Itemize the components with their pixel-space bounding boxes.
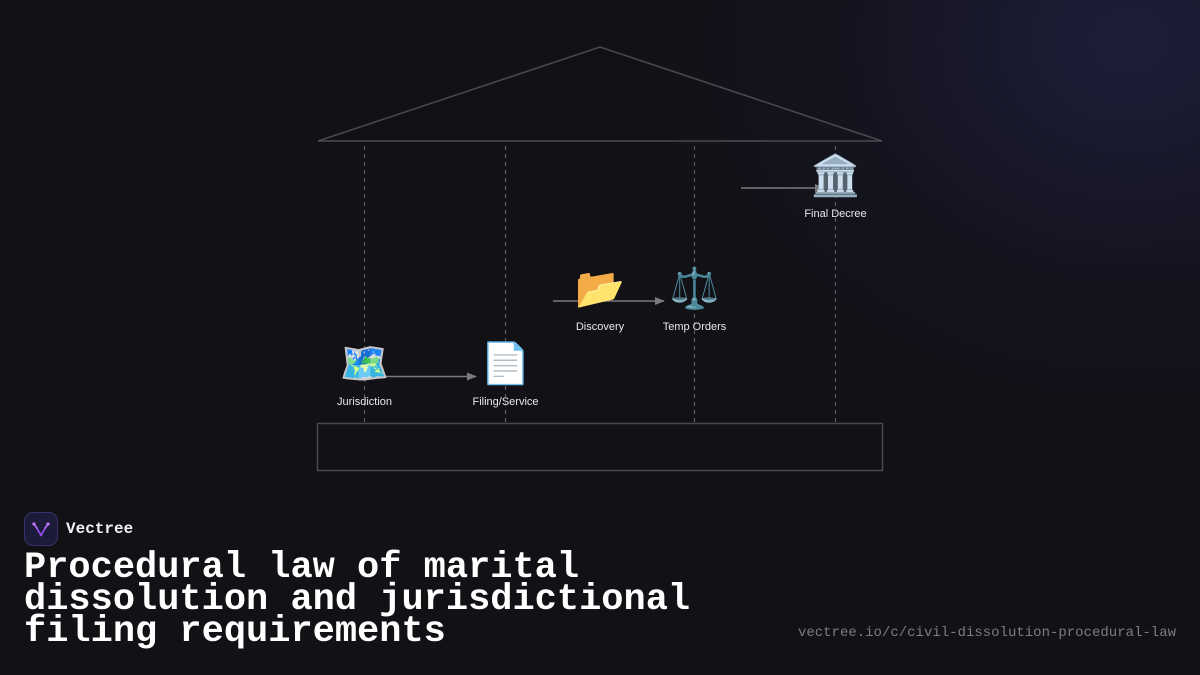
map-icon: 🗺️ [340,341,390,387]
document-icon: 📄 [481,340,531,387]
brand-name: Vectree [66,520,134,538]
node-temp-orders: ⚖️ Temp Orders [663,265,727,333]
page-title: Procedural law of marital dissolution an… [24,547,691,653]
node-label-temp-orders: Temp Orders [663,321,727,333]
node-final-decree: 🏛️ Final Decree [804,152,866,220]
node-label-filing-service: Filing/Service [472,396,538,408]
courthouse-icon: 🏛️ [811,152,861,199]
node-jurisdiction: 🗺️ Jurisdiction [337,341,392,408]
open-folder-icon: 📂 [575,266,625,312]
scales-icon: ⚖️ [670,265,720,312]
vectree-logo-mark [32,522,50,537]
node-filing-service: 📄 Filing/Service [472,340,538,408]
page-url[interactable]: vectree.io/c/civil-dissolution-procedura… [797,625,1176,641]
node-label-discovery: Discovery [576,321,625,333]
pediment-roof [317,46,883,142]
node-label-jurisdiction: Jurisdiction [337,396,392,408]
brand: Vectree [24,512,133,546]
node-discovery: 📂 Discovery [575,266,625,333]
courthouse-base [316,422,884,472]
node-label-final-decree: Final Decree [804,208,866,220]
vectree-logo-icon [24,512,58,546]
